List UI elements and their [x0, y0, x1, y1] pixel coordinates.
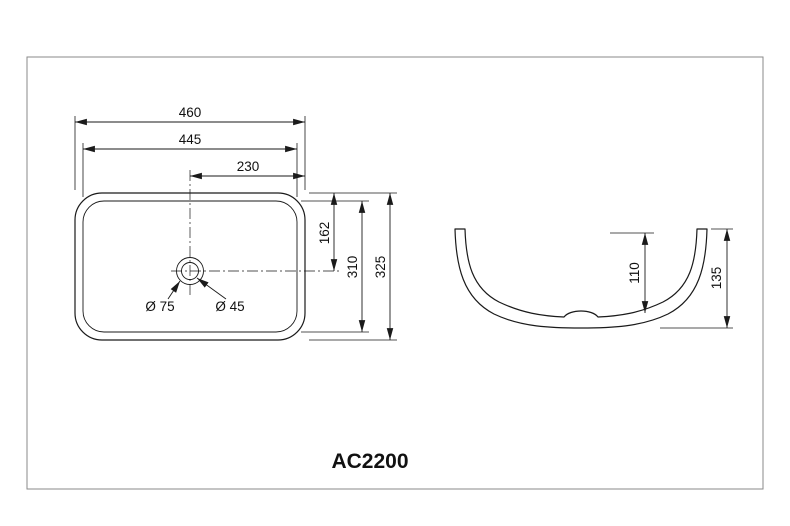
dim-label-inner-height: 310	[345, 256, 360, 279]
dim-label-inner-width: 445	[179, 132, 202, 147]
dim-outer-width: 460	[74, 105, 306, 190]
dim-half-width: 230	[190, 159, 305, 180]
dim-label-half-width: 230	[237, 159, 260, 174]
callout-drain-outer: Ø 75	[145, 280, 181, 314]
leader-line	[167, 280, 181, 300]
callout-drain-inner: Ø 45	[196, 277, 245, 314]
dim-inner-height: 310	[345, 201, 366, 332]
dim-label-drain-offset: 162	[317, 222, 332, 245]
sheet-frame	[26, 56, 764, 490]
plan-view: 460 445 230 162	[74, 105, 397, 341]
dim-outer-height: 325	[373, 193, 394, 340]
dim-inner-width: 445	[82, 132, 298, 197]
dim-label-bowl-depth: 110	[627, 262, 642, 284]
section-view: 110 135	[454, 228, 733, 329]
basin-inner-outline	[82, 200, 298, 333]
leader-line	[196, 277, 227, 300]
basin-section-body	[454, 228, 708, 329]
dim-label-total-height: 135	[709, 267, 724, 290]
dim-label-outer-height: 325	[373, 256, 388, 279]
dim-label-drain-inner: Ø 45	[215, 299, 244, 314]
dim-label-drain-outer: Ø 75	[145, 299, 174, 314]
dim-bowl-depth: 110	[610, 232, 654, 313]
model-title: AC2200	[331, 450, 408, 473]
dim-drain-offset: 162	[317, 193, 338, 271]
dim-label-outer-width: 460	[179, 105, 202, 120]
dim-total-height: 135	[660, 228, 733, 329]
